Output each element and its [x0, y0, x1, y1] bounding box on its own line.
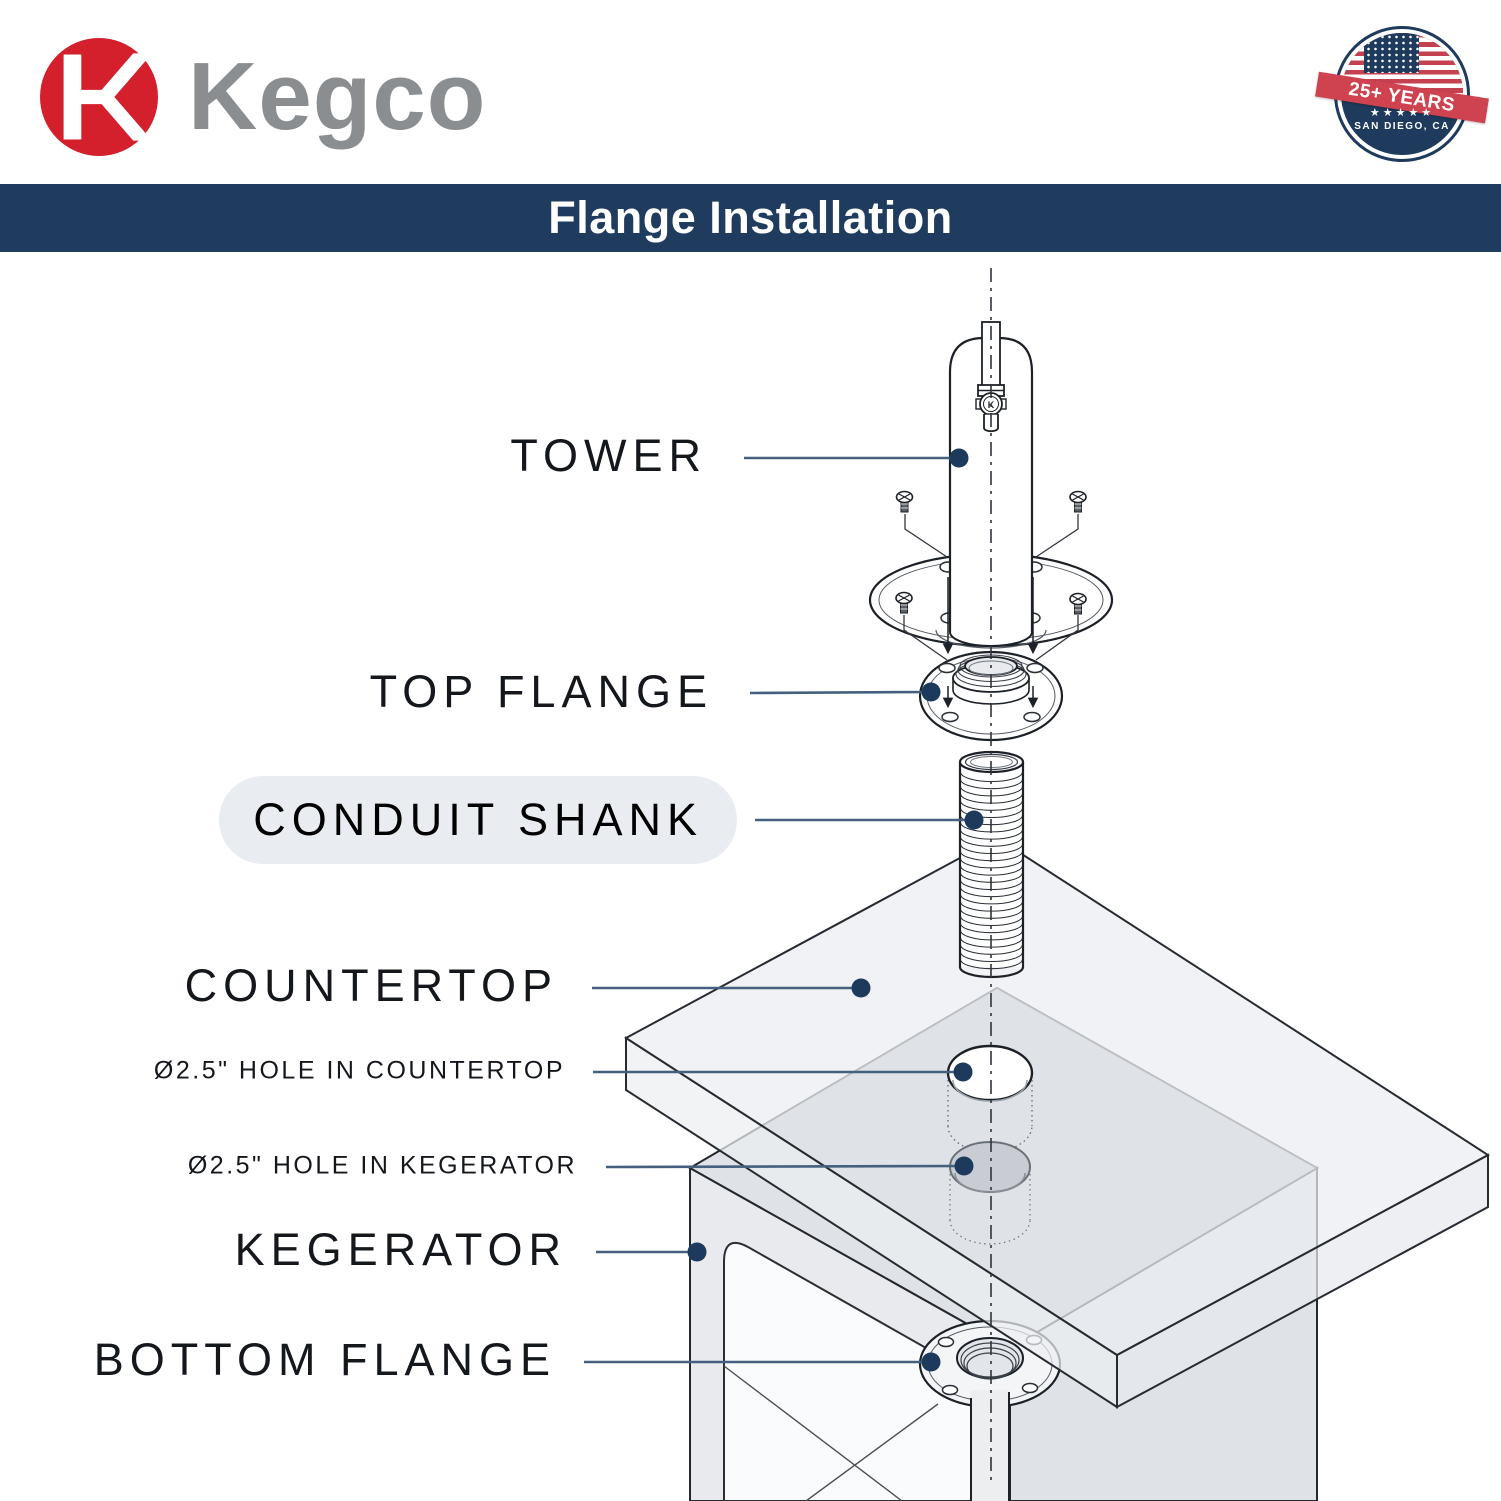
label-tower: TOWER — [510, 429, 707, 481]
label-countertop: COUNTERTOP — [184, 959, 558, 1011]
title-bar: Flange Installation — [0, 184, 1501, 252]
label-hole-kegerator: Ø2.5" HOLE IN KEGERATOR — [187, 1151, 577, 1180]
anniversary-badge: ★★★★★ SAN DIEGO, CA 25+ YEARS — [1315, 24, 1489, 182]
countertop-hole-drawing — [946, 1044, 1034, 1153]
flag-canton — [1364, 33, 1420, 74]
kegco-wordmark: Kegco — [188, 43, 487, 150]
label-kegerator: KEGERATOR — [234, 1223, 567, 1275]
badge-circle: ★★★★★ SAN DIEGO, CA 25+ YEARS — [1315, 26, 1489, 162]
label-hole-countertop: Ø2.5" HOLE IN COUNTERTOP — [153, 1056, 565, 1085]
kegco-k-icon — [40, 38, 158, 156]
label-conduit-shank-pill: CONDUIT SHANK — [219, 776, 737, 864]
kegerator-hole-drawing — [949, 1141, 1031, 1245]
screw-icon — [1069, 592, 1087, 615]
screw-icon — [895, 490, 914, 513]
countertop-drawing — [624, 836, 1490, 1409]
mounting-screws — [895, 490, 1087, 709]
badge-location: SAN DIEGO, CA — [1354, 120, 1450, 132]
label-top-flange: TOP FLANGE — [369, 665, 713, 717]
label-bottom-flange: BOTTOM FLANGE — [93, 1333, 556, 1385]
kegco-logo: Kegco — [40, 38, 486, 156]
screw-icon — [895, 591, 913, 614]
badge-stars: ★★★★★ — [1369, 107, 1435, 120]
label-conduit-shank: CONDUIT SHANK — [253, 794, 703, 845]
screw-icon — [1069, 490, 1087, 513]
leader-lines — [584, 456, 974, 1364]
leader-dots — [687, 448, 984, 1372]
page-title: Flange Installation — [548, 192, 953, 243]
